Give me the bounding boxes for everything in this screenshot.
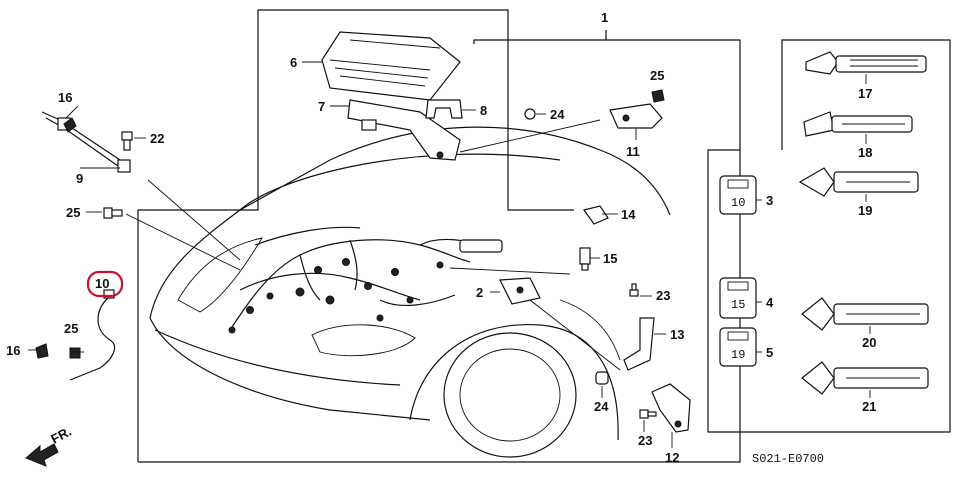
nut-24-top bbox=[524, 108, 536, 120]
clip-18 bbox=[803, 111, 913, 137]
connector-4 bbox=[719, 277, 757, 319]
callout-7: 7 bbox=[318, 99, 325, 114]
front-arrow-icon bbox=[25, 443, 59, 467]
callout-11: 11 bbox=[626, 144, 640, 159]
clip-17 bbox=[805, 51, 927, 75]
callout-14: 14 bbox=[621, 207, 636, 222]
connector-3 bbox=[719, 175, 757, 215]
connector-bracket-2 bbox=[499, 277, 541, 305]
diagram-code: S021-E0700 bbox=[752, 452, 824, 466]
callout-3: 3 bbox=[766, 193, 773, 208]
connector-3-tag: 10 bbox=[731, 196, 745, 210]
nut-24-bottom bbox=[595, 371, 609, 385]
connector-4-tag: 15 bbox=[731, 298, 745, 312]
front-marker: FR. bbox=[48, 424, 74, 447]
bolt-23-middle bbox=[629, 283, 639, 297]
sub-harness-9 bbox=[41, 111, 131, 173]
clip-14 bbox=[582, 205, 609, 225]
part-10-wire bbox=[69, 289, 115, 381]
bracket-11 bbox=[609, 103, 663, 129]
bolt-23-bottom bbox=[639, 409, 657, 419]
callouts: 1 2 3 4 5 6 7 8 9 10 11 12 13 14 15 16 1… bbox=[6, 10, 876, 465]
callout-4: 4 bbox=[766, 295, 774, 310]
callout-8: 8 bbox=[480, 103, 487, 118]
bracket-8 bbox=[425, 99, 463, 119]
callout-16-top: 16 bbox=[58, 90, 72, 105]
callout-19: 19 bbox=[858, 203, 872, 218]
clip-19 bbox=[798, 167, 919, 197]
callout-23-bottom: 23 bbox=[638, 433, 652, 448]
callout-25-bottom: 25 bbox=[64, 321, 78, 336]
callout-20: 20 bbox=[862, 335, 876, 350]
frame-lines bbox=[137, 9, 951, 463]
car-body bbox=[149, 126, 671, 458]
connector-5-tag: 19 bbox=[731, 348, 745, 362]
callout-24-bottom: 24 bbox=[594, 399, 609, 414]
callout-22: 22 bbox=[150, 131, 164, 146]
bolt-25-left bbox=[103, 207, 123, 219]
callout-12: 12 bbox=[665, 450, 679, 465]
bolt-25-top bbox=[651, 89, 665, 103]
bolt-16-bottom bbox=[35, 343, 49, 359]
bracket-12 bbox=[651, 383, 691, 433]
callout-21: 21 bbox=[862, 399, 876, 414]
callout-1: 1 bbox=[601, 10, 608, 25]
sensor-15 bbox=[579, 247, 591, 271]
connector-5 bbox=[719, 327, 757, 367]
clip-20 bbox=[801, 297, 929, 331]
callout-23-middle: 23 bbox=[656, 288, 670, 303]
engine-wire-harness bbox=[228, 226, 503, 334]
callout-10: 10 bbox=[95, 276, 109, 291]
callout-13: 13 bbox=[670, 327, 684, 342]
leader-lines bbox=[28, 61, 871, 448]
highlight-part-10 bbox=[86, 270, 124, 298]
callout-6: 6 bbox=[290, 55, 297, 70]
callout-16-bottom: 16 bbox=[6, 343, 20, 358]
bracket-13 bbox=[623, 317, 655, 371]
bracket-7 bbox=[347, 99, 461, 161]
bolt-22 bbox=[121, 131, 133, 151]
bolt-16-top bbox=[63, 117, 77, 133]
callout-25-left: 25 bbox=[66, 205, 80, 220]
callout-24-top: 24 bbox=[550, 107, 565, 122]
callout-2: 2 bbox=[476, 285, 483, 300]
callout-15: 15 bbox=[603, 251, 617, 266]
bolt-25-bottom-left bbox=[69, 347, 81, 359]
relay-box-cover bbox=[321, 31, 461, 101]
callout-25-top: 25 bbox=[650, 68, 664, 83]
clip-21 bbox=[801, 361, 929, 395]
callout-5: 5 bbox=[766, 345, 773, 360]
callout-17: 17 bbox=[858, 86, 872, 101]
callout-18: 18 bbox=[858, 145, 872, 160]
callout-9: 9 bbox=[76, 171, 83, 186]
